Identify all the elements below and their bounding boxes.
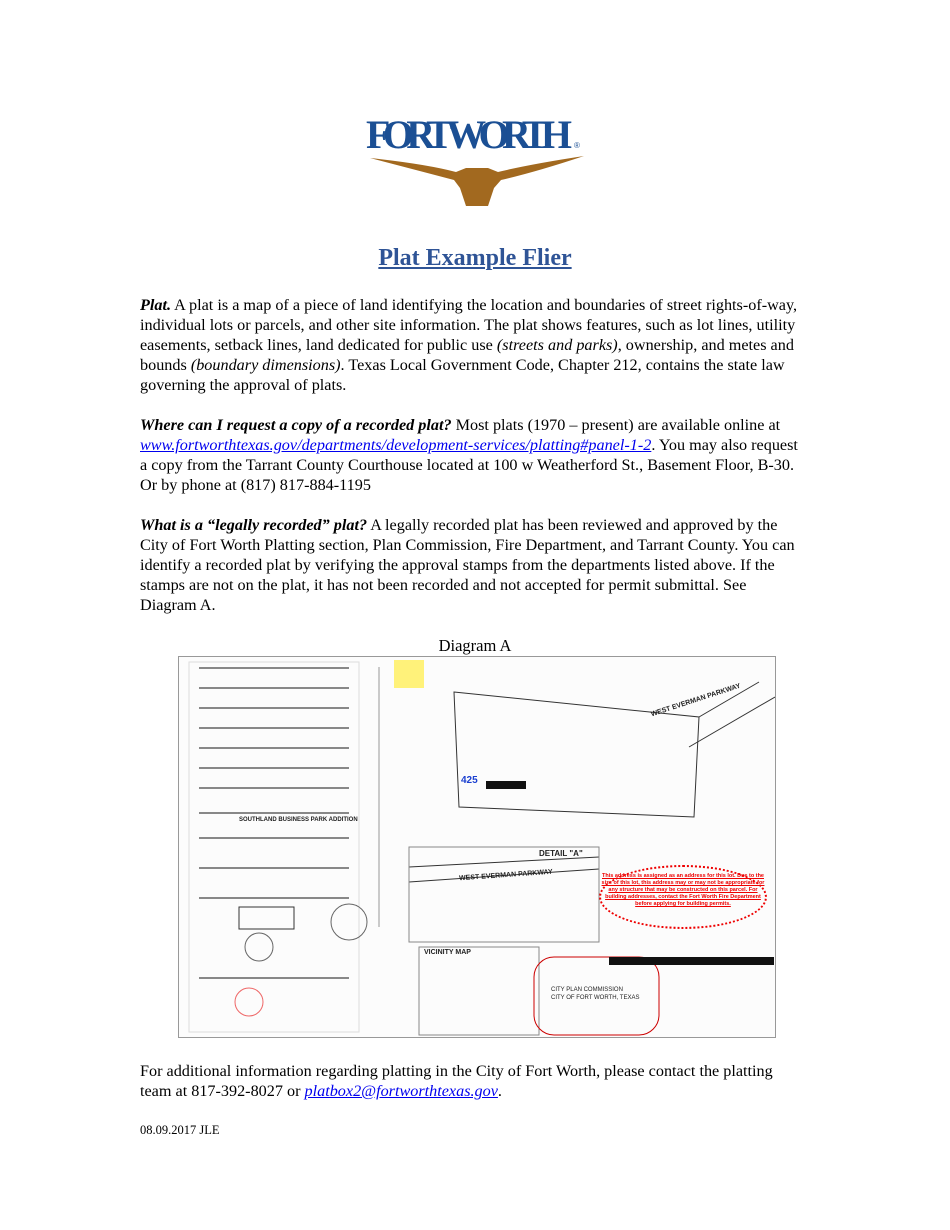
- detail-label: DETAIL "A": [539, 849, 583, 858]
- paragraph-legally-recorded: What is a “legally recorded” plat? A leg…: [140, 516, 795, 614]
- addition-label: SOUTHLAND BUSINESS PARK ADDITION: [239, 817, 358, 823]
- plat-drawing: [188, 660, 775, 1036]
- email-link[interactable]: platbox2@fortworthtexas.gov: [304, 1082, 498, 1100]
- paragraph-plat: Plat. A plat is a map of a piece of land…: [140, 296, 798, 394]
- diagram-caption: Diagram A: [438, 636, 512, 655]
- paragraph-contact: For additional information regarding pla…: [140, 1062, 773, 1100]
- diagram-a-plat-image: SOUTHLAND BUSINESS PARK ADDITION WEST EV…: [178, 656, 776, 1038]
- address-note: This address is assigned as an address f…: [599, 865, 767, 929]
- paragraph-request: Where can I request a copy of a recorded…: [140, 416, 798, 494]
- commission-label: CITY PLAN COMMISSION: [551, 987, 623, 993]
- city-label: CITY OF FORT WORTH, TEXAS: [551, 995, 640, 1001]
- platting-link[interactable]: www.fortworthtexas.gov/departments/devel…: [140, 436, 652, 454]
- vicinity-map-label: VICINITY MAP: [424, 949, 471, 956]
- page-title: Plat Example Flier: [378, 245, 572, 271]
- svg-text:®: ®: [574, 141, 580, 150]
- svg-text:FORT WORTH: FORT WORTH: [366, 112, 572, 157]
- fort-worth-logo: FORT WORTH ®: [366, 112, 584, 206]
- footer-date: 08.09.2017 JLE: [140, 1123, 220, 1137]
- lot-number: 425: [461, 775, 478, 786]
